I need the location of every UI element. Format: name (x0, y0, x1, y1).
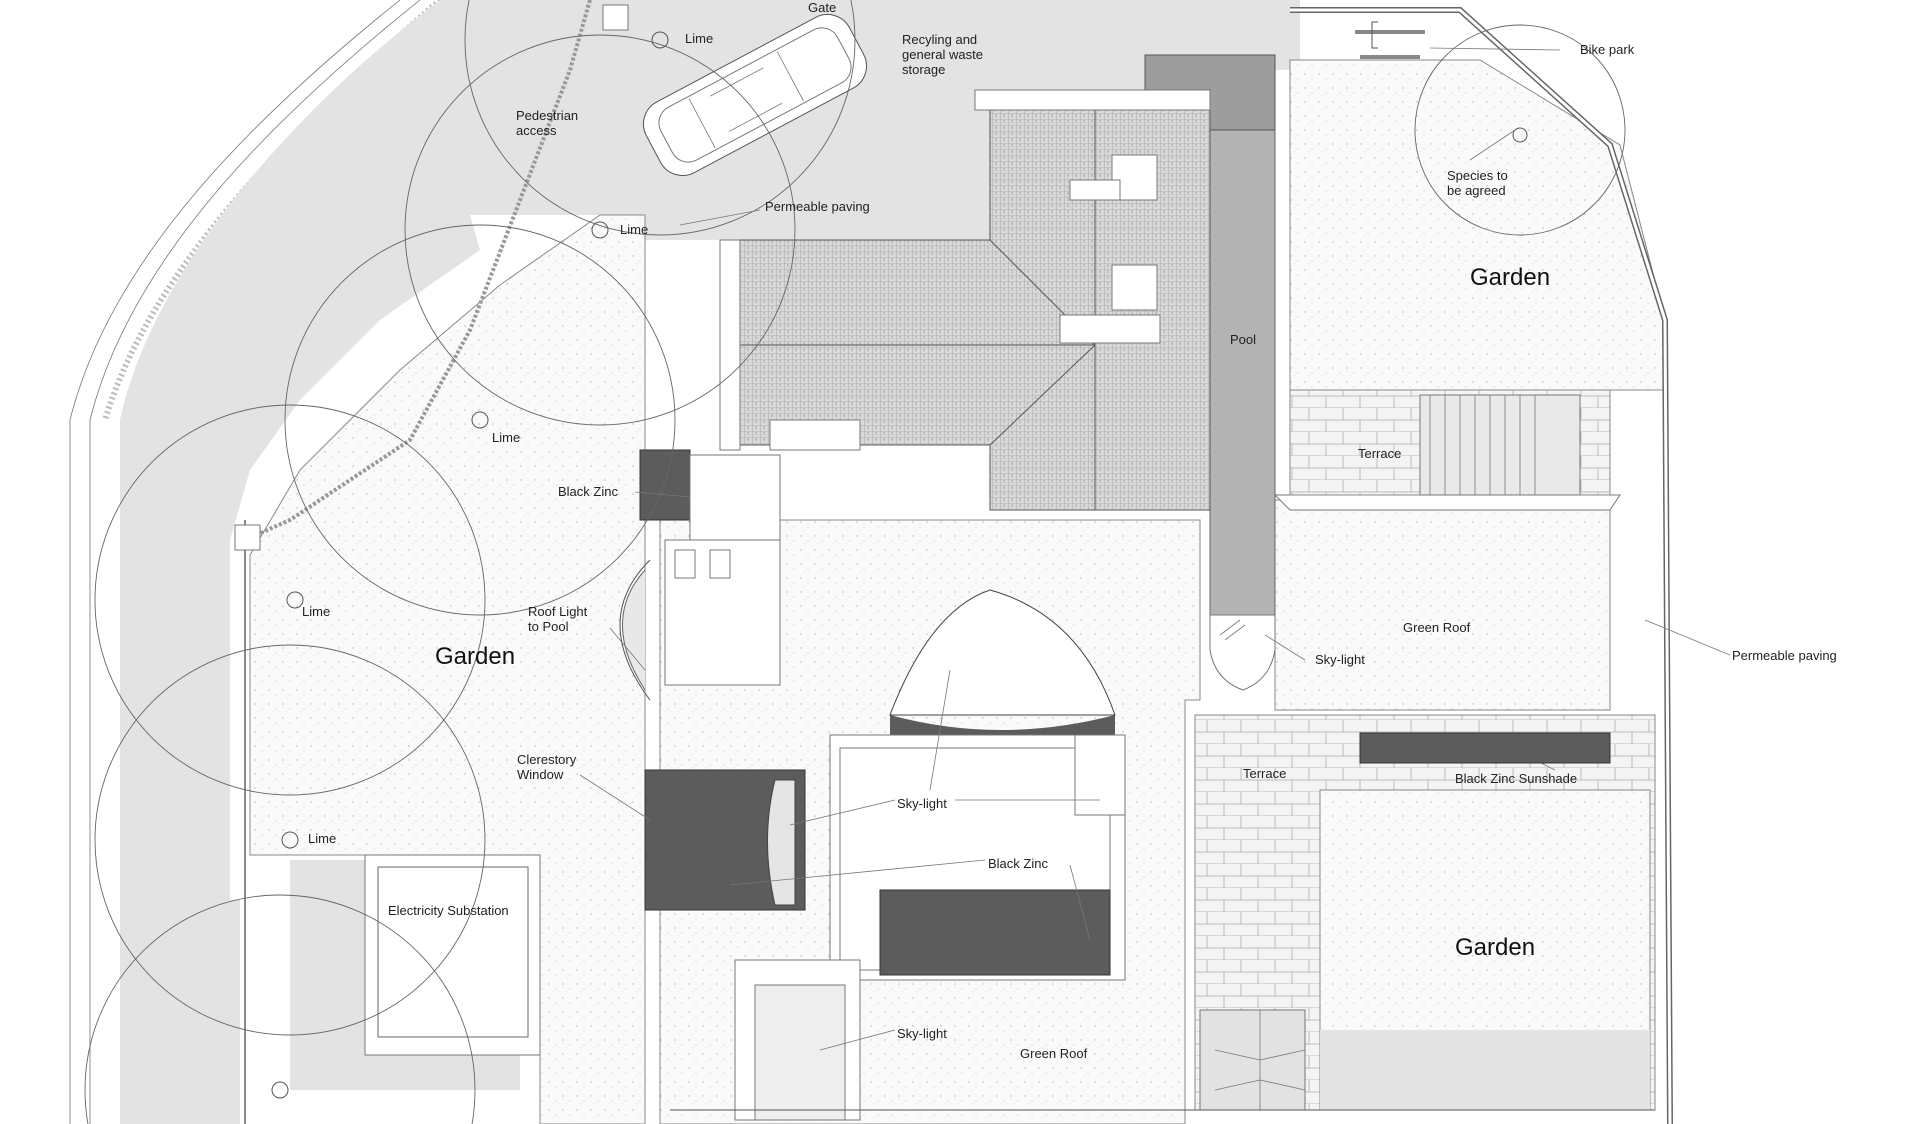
leader-lines (579, 47, 1731, 1051)
garden-top-right (1289, 59, 1666, 391)
label-clerestory-window: Clerestory (517, 752, 577, 767)
svg-text:Window: Window (517, 767, 564, 782)
skylight-dome (889, 589, 1116, 735)
label-lime: Lime (492, 430, 520, 445)
pitched-roof (719, 89, 1211, 511)
label-black-zinc: Black Zinc (558, 484, 618, 499)
black-zinc-sunshade (1359, 732, 1611, 764)
svg-text:storage: storage (902, 62, 945, 77)
gate-post (234, 524, 261, 551)
road-edge (0, 0, 442, 1124)
label-terrace: Terrace (1243, 766, 1286, 781)
label-skylight: Sky-light (897, 1026, 947, 1041)
plan-labels: Gate Lime Recyling and general waste sto… (302, 0, 1837, 1061)
label-lime: Lime (620, 222, 648, 237)
pool (1209, 64, 1276, 616)
label-green-roof: Green Roof (1403, 620, 1471, 635)
label-permeable-paving: Permeable paving (765, 199, 870, 214)
label-skylight: Sky-light (897, 796, 947, 811)
gate-post (602, 4, 629, 31)
boundary-wall (244, 0, 1673, 1124)
clerestory-black-zinc (644, 769, 806, 911)
label-bike-park: Bike park (1580, 42, 1635, 57)
label-species: Species to (1447, 168, 1508, 183)
green-roof-right (1274, 499, 1611, 711)
label-gate: Gate (808, 0, 836, 15)
label-garden: Garden (435, 643, 515, 670)
label-green-roof: Green Roof (1020, 1046, 1088, 1061)
label-pool: Pool (1230, 332, 1256, 347)
svg-text:access: access (516, 123, 557, 138)
svg-text:general waste: general waste (902, 47, 983, 62)
label-skylight: Sky-light (1315, 652, 1365, 667)
label-garden: Garden (1470, 264, 1550, 291)
label-terrace: Terrace (1358, 446, 1401, 461)
svg-text:to Pool: to Pool (528, 619, 569, 634)
label-roof-light: Roof Light (528, 604, 588, 619)
lower-stair (1199, 1009, 1306, 1111)
tree-canopies (84, 0, 1626, 1124)
black-zinc-center (879, 889, 1111, 976)
label-lime: Lime (308, 831, 336, 846)
label-black-zinc: Black Zinc (988, 856, 1048, 871)
label-permeable-paving: Permeable paving (1732, 648, 1837, 663)
label-electricity-substation: Electricity Substation (388, 903, 509, 918)
label-garden: Garden (1455, 934, 1535, 961)
label-recycling: Recyling and (902, 32, 977, 47)
upper-stair (1419, 394, 1581, 496)
tree-icon (464, 0, 856, 236)
bike-park-icon (1355, 21, 1425, 59)
svg-text:be agreed: be agreed (1447, 183, 1506, 198)
label-lime: Lime (685, 31, 713, 46)
car-icon (642, 14, 868, 176)
black-zinc-left (639, 449, 691, 521)
label-lime: Lime (302, 604, 330, 619)
label-black-zinc-sunshade: Black Zinc Sunshade (1455, 771, 1577, 786)
label-pedestrian-access: Pedestrian (516, 108, 578, 123)
